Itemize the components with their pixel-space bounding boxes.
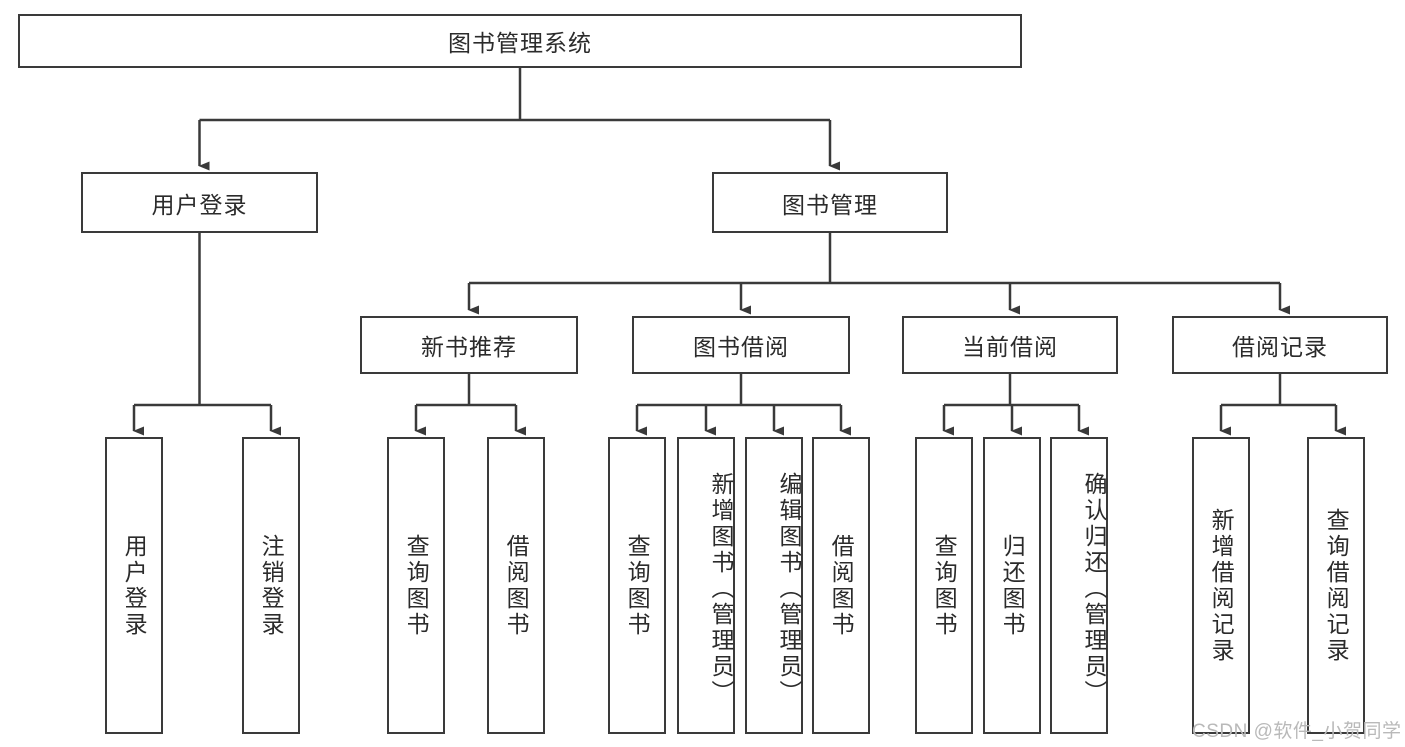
leaf-query-book-borrow[interactable]: 查询图书 bbox=[608, 437, 666, 734]
leaf-query-book-current[interactable]: 查询图书 bbox=[915, 437, 973, 734]
leaf-query-book-newbook[interactable]: 查询图书 bbox=[387, 437, 445, 734]
node-user-login[interactable]: 用户登录 bbox=[81, 172, 318, 233]
leaf-add-book-admin[interactable]: 新增图书（管理员） bbox=[677, 437, 735, 734]
csdn-watermark: CSDN @软件_小贺同学 bbox=[1192, 721, 1402, 742]
leaf-borrow-book[interactable]: 借阅图书 bbox=[812, 437, 870, 734]
node-root[interactable]: 图书管理系统 bbox=[18, 14, 1022, 68]
leaf-borrow-book-newbook[interactable]: 借阅图书 bbox=[487, 437, 545, 734]
leaf-add-borrow-record[interactable]: 新增借阅记录 bbox=[1192, 437, 1250, 734]
node-book-management[interactable]: 图书管理 bbox=[712, 172, 948, 233]
node-current-borrow[interactable]: 当前借阅 bbox=[902, 316, 1118, 374]
leaf-edit-book-admin[interactable]: 编辑图书（管理员） bbox=[745, 437, 803, 734]
leaf-return-book[interactable]: 归还图书 bbox=[983, 437, 1041, 734]
node-new-book-recommend[interactable]: 新书推荐 bbox=[360, 316, 578, 374]
leaf-confirm-return-admin[interactable]: 确认归还（管理员） bbox=[1050, 437, 1108, 734]
leaf-logout[interactable]: 注销登录 bbox=[242, 437, 300, 734]
node-borrow-record[interactable]: 借阅记录 bbox=[1172, 316, 1388, 374]
leaf-query-borrow-record[interactable]: 查询借阅记录 bbox=[1307, 437, 1365, 734]
leaf-user-login[interactable]: 用户登录 bbox=[105, 437, 163, 734]
node-book-borrow[interactable]: 图书借阅 bbox=[632, 316, 850, 374]
